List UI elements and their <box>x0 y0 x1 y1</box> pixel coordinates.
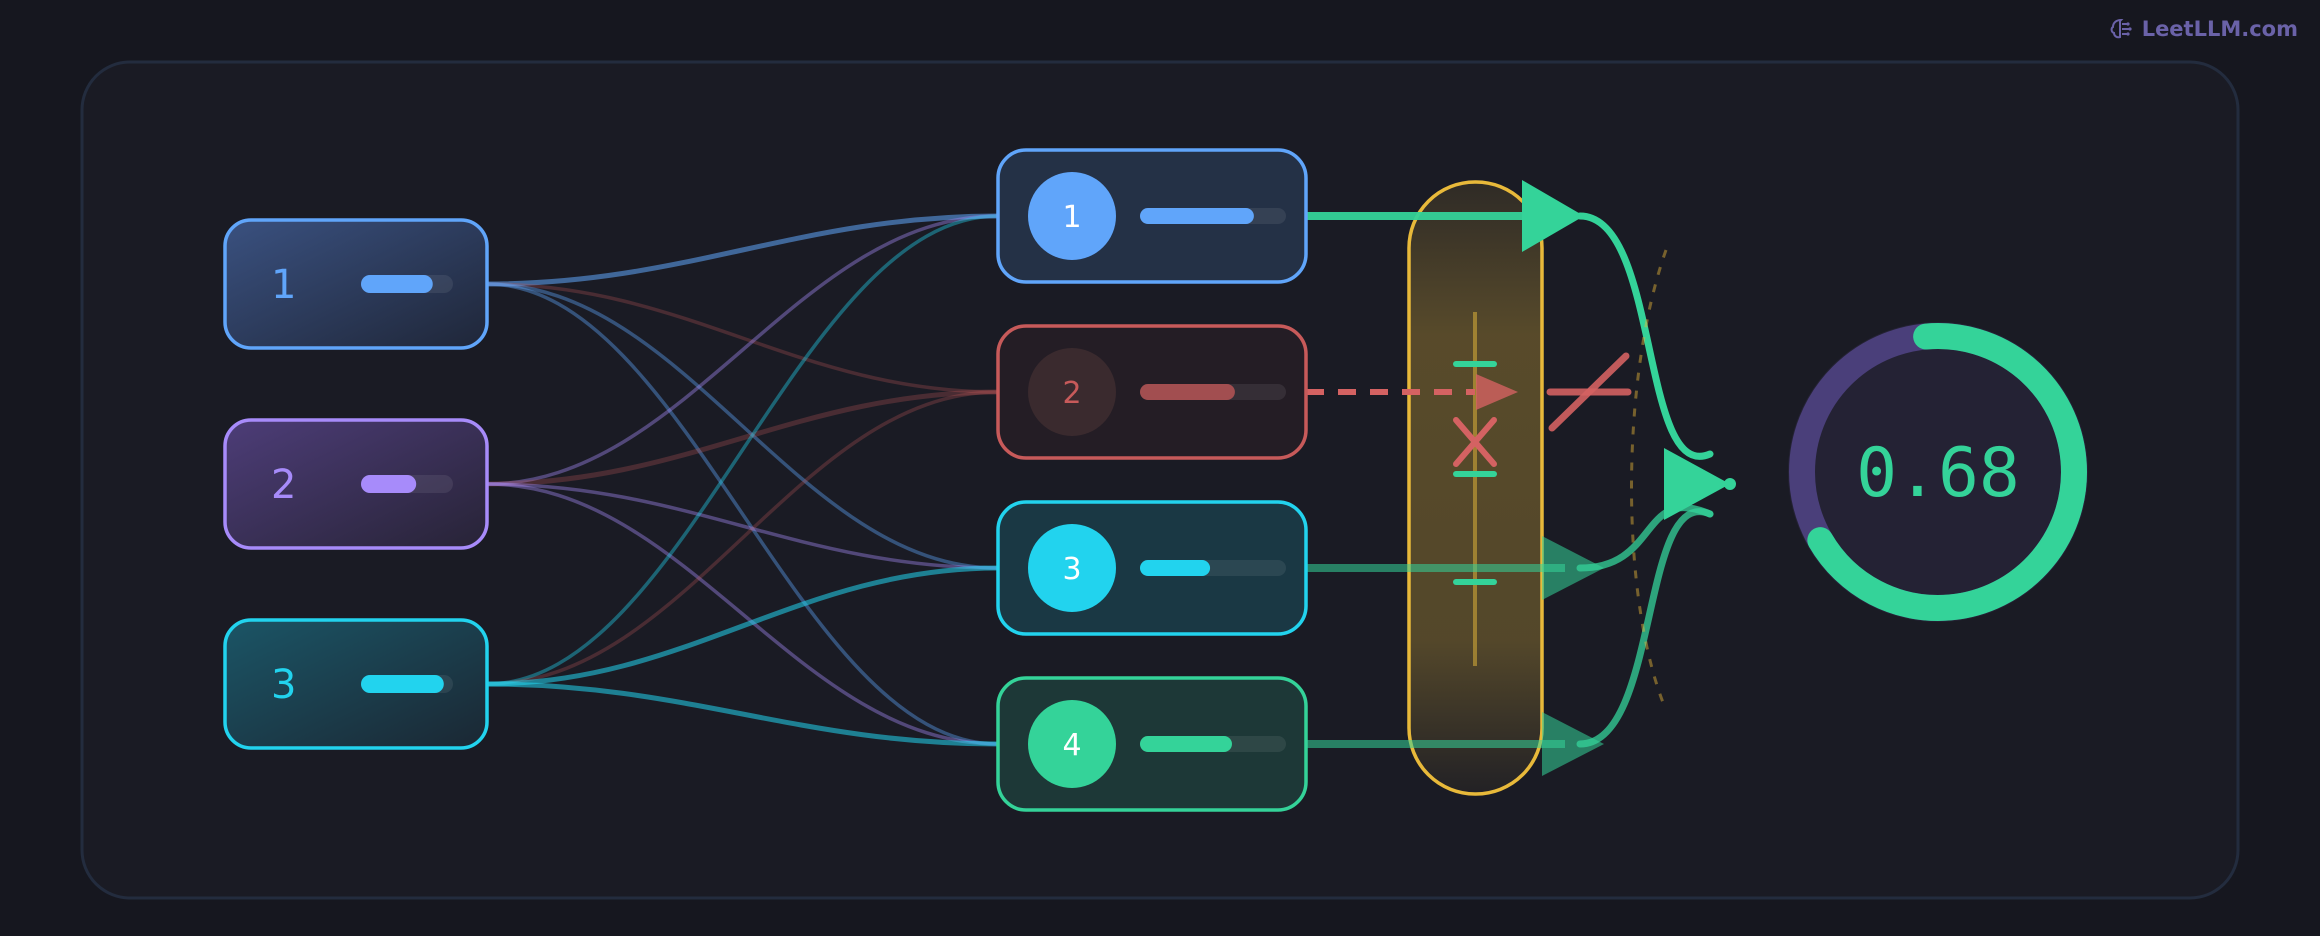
edge-input-3-unit-1 <box>486 214 999 686</box>
unit-bar-fill <box>1140 560 1211 576</box>
input-node-label: 1 <box>271 262 296 308</box>
merge-curve-4 <box>1576 508 1714 748</box>
unit-node-circle <box>1028 700 1116 788</box>
merge-curve-3 <box>1576 504 1714 572</box>
input-node-label: 3 <box>271 662 296 708</box>
input-bar-fill <box>361 275 433 293</box>
edge-input-1-unit-4 <box>486 282 999 746</box>
input-node-1: 1 <box>223 218 489 350</box>
merge-guide <box>1630 249 1668 711</box>
output-paths <box>1306 180 1736 776</box>
input-bar-fill <box>361 675 444 693</box>
arrow-unit-3 <box>1542 536 1604 600</box>
unit-node-4: 4 <box>996 676 1308 812</box>
unit-bar-fill <box>1140 736 1232 752</box>
output-value: 0.68 <box>1856 434 2020 513</box>
brain-icon <box>2110 18 2132 39</box>
unit-bar-fill <box>1140 384 1235 400</box>
brand-text: LeetLLM.com <box>2141 17 2298 41</box>
edge-input-2-unit-1 <box>486 214 999 486</box>
gate-blocked-x-icon <box>1453 417 1497 467</box>
blocked-slash <box>1548 352 1630 432</box>
input-node-2: 2 <box>223 418 489 550</box>
ring-progress <box>1789 323 2087 621</box>
connection-layer <box>486 213 999 747</box>
input-node-box <box>223 618 489 750</box>
input-node-3: 3 <box>223 618 489 750</box>
output-ring: 0.68 <box>1788 322 2088 622</box>
edge-input-1-unit-2 <box>486 282 999 394</box>
unit-node-2: 2 <box>996 324 1308 460</box>
unit-node-circle <box>1028 524 1116 612</box>
input-node-box <box>223 418 489 550</box>
unit-node-label: 1 <box>1062 200 1081 235</box>
ring-disc <box>1788 322 2088 622</box>
input-node-label: 2 <box>271 462 296 508</box>
unit-node-label: 4 <box>1062 728 1081 763</box>
unit-node-label: 3 <box>1062 552 1081 587</box>
x-stroke <box>1453 417 1497 467</box>
edge-input-3-unit-2 <box>486 390 999 686</box>
input-node-box <box>223 218 489 350</box>
arrow-unit-4 <box>1542 712 1604 776</box>
edge-input-3-unit-4 <box>486 681 999 747</box>
edge-input-1-unit-3 <box>486 282 999 570</box>
edge-input-1-unit-1 <box>486 213 999 287</box>
unit-node-3: 3 <box>996 500 1308 636</box>
edge-input-2-unit-2 <box>486 389 999 487</box>
merge-curve-1 <box>1576 212 1714 460</box>
unit-node-circle <box>1028 172 1116 260</box>
arrow-unit-1 <box>1522 180 1584 252</box>
edge-input-3-unit-3 <box>486 565 999 687</box>
unit-node-label: 2 <box>1062 376 1081 411</box>
node-layer: 1 2 3 1 2 3 4 <box>223 148 1308 812</box>
diagram-panel <box>80 60 2240 900</box>
unit-node-circle <box>1028 348 1116 436</box>
merge-arrow <box>1664 448 1730 520</box>
edge-input-2-unit-3 <box>486 482 999 570</box>
dropout-gate <box>1407 180 1544 796</box>
merge-point <box>1724 478 1736 490</box>
unit-bar-fill <box>1140 208 1254 224</box>
brand-watermark: LeetLLM.com <box>2108 16 2298 42</box>
arrow-unit-2-blocked <box>1476 374 1518 410</box>
input-bar-fill <box>361 475 417 493</box>
edge-input-2-unit-4 <box>486 482 999 746</box>
unit-node-1: 1 <box>996 148 1308 284</box>
